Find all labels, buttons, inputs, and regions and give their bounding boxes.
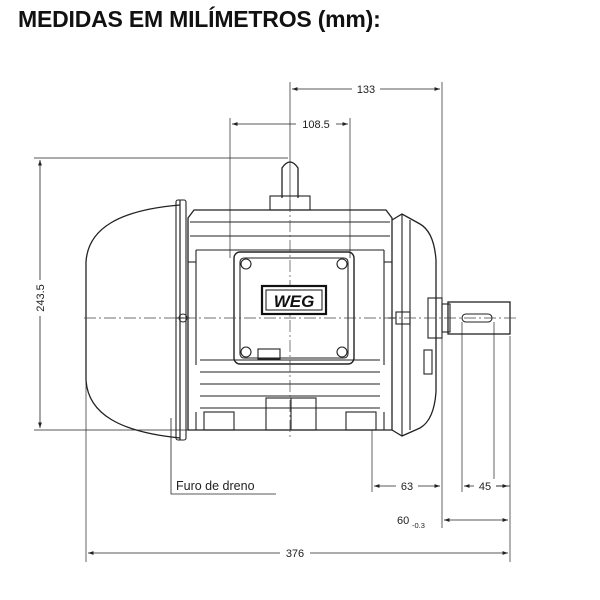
drain-label: Furo de dreno (176, 479, 255, 493)
fan-cover (85, 204, 181, 439)
end-shield (391, 213, 437, 437)
page-title: MEDIDAS EM MILÍMETROS (mm): (18, 6, 381, 32)
weg-logo: WEG (260, 284, 328, 316)
drain-leader (170, 418, 276, 495)
dim-60-tolerance: -0.3 (412, 521, 425, 530)
dim-133: 133 (357, 84, 375, 96)
weg-logo-text: WEG (274, 292, 315, 311)
center-lines (84, 200, 516, 440)
dim-60: 60 (397, 515, 409, 527)
terminal-box (233, 251, 355, 365)
dim-108-5: 108.5 (302, 119, 330, 131)
dim-63: 63 (401, 481, 413, 493)
dim-45: 45 (479, 481, 491, 493)
dim-243-5: 243.5 (35, 284, 47, 312)
dim-376: 376 (286, 548, 304, 560)
